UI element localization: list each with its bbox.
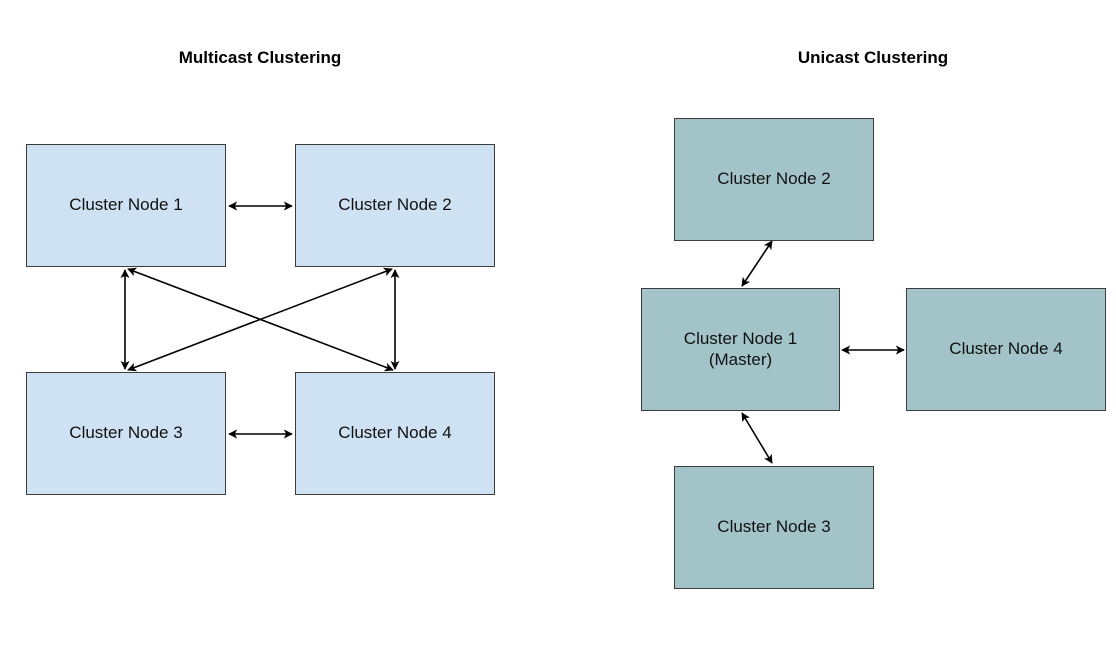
node-label: Cluster Node 1 <box>683 329 798 349</box>
unicast-node-2: Cluster Node 2 <box>674 118 874 241</box>
node-role-label: (Master) <box>708 349 773 369</box>
multicast-node-4: Cluster Node 4 <box>295 372 495 495</box>
multicast-node-2: Cluster Node 2 <box>295 144 495 267</box>
arrow-multicast-node-2-node-3 <box>127 267 393 372</box>
node-label: Cluster Node 3 <box>717 517 831 537</box>
arrow-unicast-node-1-node-3 <box>741 412 773 464</box>
node-label: Cluster Node 1 <box>69 195 183 215</box>
node-label: Cluster Node 4 <box>338 423 452 443</box>
unicast-node-3: Cluster Node 3 <box>674 466 874 589</box>
node-label: Cluster Node 2 <box>338 195 452 215</box>
node-label: Cluster Node 3 <box>69 423 183 443</box>
unicast-node-1-master: Cluster Node 1 (Master) <box>641 288 840 411</box>
node-label: Cluster Node 4 <box>949 339 1063 359</box>
unicast-clustering-title: Unicast Clustering <box>797 48 949 67</box>
node-label: Cluster Node 2 <box>717 169 831 189</box>
multicast-node-1: Cluster Node 1 <box>26 144 226 267</box>
multicast-clustering-title: Multicast Clustering <box>178 48 342 67</box>
unicast-node-4: Cluster Node 4 <box>906 288 1106 411</box>
arrow-unicast-node-1-node-2 <box>741 240 773 287</box>
multicast-node-3: Cluster Node 3 <box>26 372 226 495</box>
